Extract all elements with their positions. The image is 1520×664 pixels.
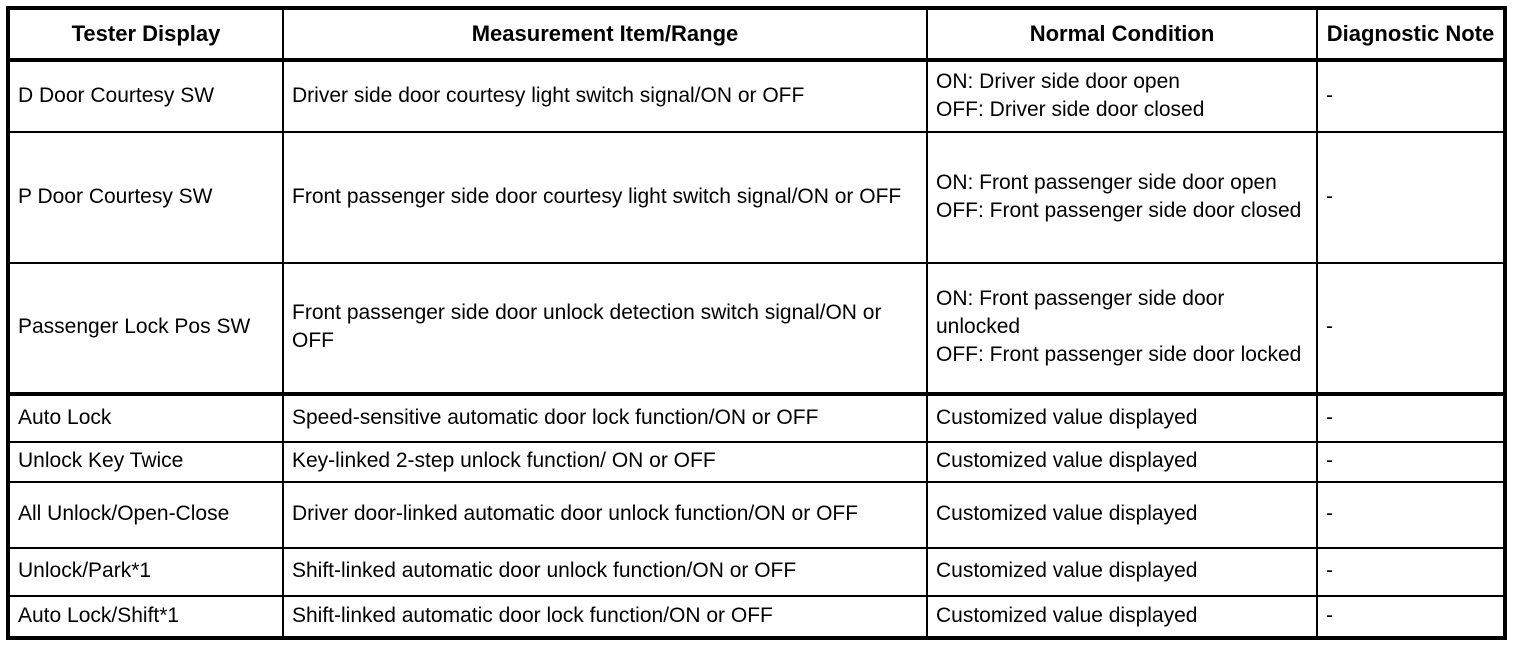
cell-tester-display: Auto Lock/Shift*1 <box>7 594 284 639</box>
cell-diagnostic-note: - <box>1316 546 1506 597</box>
table-row: All Unlock/Open-Close Driver door-linked… <box>7 480 1506 549</box>
cell-measurement: Shift-linked automatic door lock functio… <box>282 594 928 639</box>
normal-condition-line1: ON: Front passenger side door open <box>936 170 1277 194</box>
table-header: Tester Display Measurement Item/Range No… <box>7 7 1506 62</box>
normal-condition-line2: OFF: Driver side door closed <box>936 97 1205 121</box>
cell-tester-display: Passenger Lock Pos SW <box>7 261 284 396</box>
table-body: D Door Courtesy SW Driver side door cour… <box>7 58 1506 639</box>
diagnostic-note-value: - <box>1326 559 1333 583</box>
diagnostic-note-value: - <box>1326 603 1333 627</box>
table-row: Auto Lock/Shift*1 Shift-linked automatic… <box>7 594 1506 639</box>
column-header-diagnostic-note-line2: Note <box>1445 21 1495 46</box>
cell-measurement: Front passenger side door unlock detecti… <box>282 261 928 396</box>
diagnostic-note-value: - <box>1326 405 1333 429</box>
table-header-row: Tester Display Measurement Item/Range No… <box>7 7 1506 62</box>
table-row: P Door Courtesy SW Front passenger side … <box>7 130 1506 264</box>
normal-condition-line2: OFF: Front passenger side door locked <box>936 342 1302 366</box>
cell-measurement: Front passenger side door courtesy light… <box>282 130 928 264</box>
table-row: Unlock Key Twice Key-linked 2-step unloc… <box>7 440 1506 483</box>
cell-normal-condition: Customized value displayed <box>926 440 1318 483</box>
normal-condition-line1: ON: Front passenger side door unlocked <box>936 287 1225 339</box>
diagnostic-note-value: - <box>1326 184 1333 208</box>
cell-diagnostic-note: - <box>1316 130 1506 264</box>
table-row: Auto Lock Speed-sensitive automatic door… <box>7 392 1506 443</box>
diagnostic-note-value: - <box>1326 315 1333 339</box>
cell-normal-condition: ON: Front passenger side door unlocked O… <box>926 261 1318 396</box>
column-header-normal-condition: Normal Condition <box>926 7 1318 62</box>
cell-tester-display: Unlock/Park*1 <box>7 546 284 597</box>
table-row: Unlock/Park*1 Shift-linked automatic doo… <box>7 546 1506 597</box>
cell-tester-display: D Door Courtesy SW <box>7 58 284 133</box>
cell-measurement: Driver door-linked automatic door unlock… <box>282 480 928 549</box>
cell-tester-display: Unlock Key Twice <box>7 440 284 483</box>
cell-tester-display: All Unlock/Open-Close <box>7 480 284 549</box>
cell-measurement: Driver side door courtesy light switch s… <box>282 58 928 133</box>
cell-measurement: Speed-sensitive automatic door lock func… <box>282 392 928 443</box>
cell-tester-display: P Door Courtesy SW <box>7 130 284 264</box>
cell-normal-condition: Customized value displayed <box>926 546 1318 597</box>
cell-diagnostic-note: - <box>1316 261 1506 396</box>
cell-normal-condition: ON: Driver side door open OFF: Driver si… <box>926 58 1318 133</box>
diagnostic-note-value: - <box>1326 502 1333 526</box>
column-header-measurement-item-range: Measurement Item/Range <box>282 7 928 62</box>
cell-diagnostic-note: - <box>1316 58 1506 133</box>
column-header-diagnostic-note: Diagnostic Note <box>1316 7 1506 62</box>
cell-diagnostic-note: - <box>1316 594 1506 639</box>
cell-diagnostic-note: - <box>1316 392 1506 443</box>
table-row: Passenger Lock Pos SW Front passenger si… <box>7 261 1506 396</box>
cell-tester-display: Auto Lock <box>7 392 284 443</box>
data-list-table: Tester Display Measurement Item/Range No… <box>6 6 1507 640</box>
cell-diagnostic-note: - <box>1316 480 1506 549</box>
normal-condition-line2: OFF: Front passenger side door closed <box>936 198 1302 222</box>
cell-normal-condition: Customized value displayed <box>926 480 1318 549</box>
diagnostic-note-value: - <box>1326 83 1333 107</box>
cell-normal-condition: Customized value displayed <box>926 392 1318 443</box>
column-header-tester-display: Tester Display <box>7 7 284 62</box>
cell-measurement: Key-linked 2-step unlock function/ ON or… <box>282 440 928 483</box>
cell-normal-condition: Customized value displayed <box>926 594 1318 639</box>
column-header-diagnostic-note-line1: Diagnostic <box>1326 21 1440 46</box>
cell-normal-condition: ON: Front passenger side door open OFF: … <box>926 130 1318 264</box>
cell-diagnostic-note: - <box>1316 440 1506 483</box>
cell-measurement: Shift-linked automatic door unlock funct… <box>282 546 928 597</box>
diagnostic-note-value: - <box>1326 449 1333 473</box>
normal-condition-line1: ON: Driver side door open <box>936 69 1180 93</box>
table-row: D Door Courtesy SW Driver side door cour… <box>7 58 1506 133</box>
